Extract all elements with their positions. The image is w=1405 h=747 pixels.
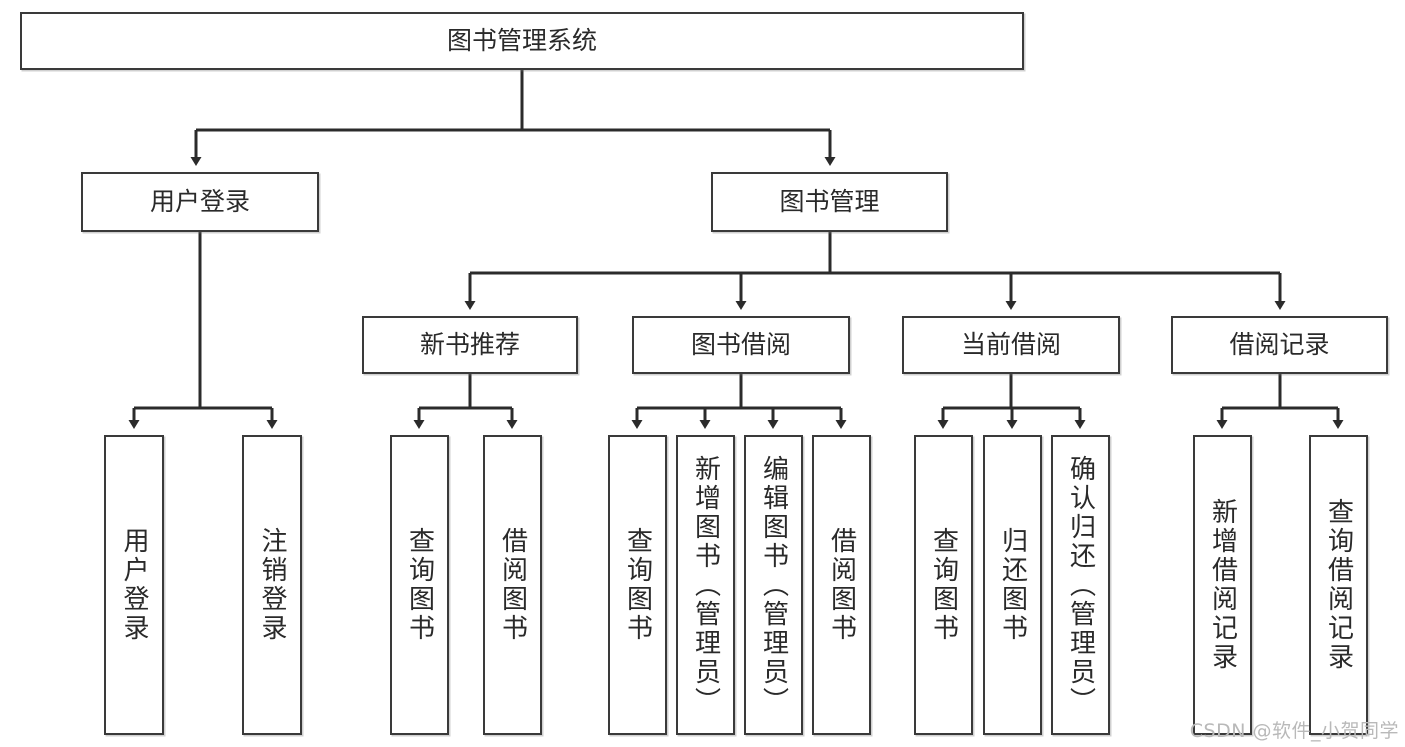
node-leaf-query-record-label: 查询借阅记录 [1323,498,1354,672]
node-leaf-query-book-2[interactable]: 查询图书 [608,435,667,735]
node-leaf-edit-book[interactable]: 编辑图书（管理员） [744,435,803,735]
node-leaf-query-record[interactable]: 查询借阅记录 [1309,435,1368,735]
node-current-borrow[interactable]: 当前借阅 [902,316,1120,374]
node-root-label: 图书管理系统 [446,26,597,56]
node-user-login-label: 用户登录 [149,187,250,217]
node-leaf-query-book-2-label: 查询图书 [622,527,653,643]
node-leaf-query-book-1-label: 查询图书 [404,527,435,643]
node-leaf-borrow-book-2[interactable]: 借阅图书 [812,435,871,735]
node-leaf-query-book-1[interactable]: 查询图书 [390,435,449,735]
node-leaf-user-login[interactable]: 用户登录 [104,435,164,735]
node-leaf-borrow-book-1-label: 借阅图书 [497,527,528,643]
node-borrow-record[interactable]: 借阅记录 [1171,316,1388,374]
node-borrow-record-label: 借阅记录 [1229,330,1330,360]
node-current-borrow-label: 当前借阅 [960,330,1061,360]
node-leaf-confirm-return[interactable]: 确认归还（管理员） [1051,435,1110,735]
node-leaf-query-book-3-label: 查询图书 [928,527,959,643]
node-leaf-return-book-label: 归还图书 [997,527,1028,643]
node-book-manage[interactable]: 图书管理 [711,172,948,232]
node-leaf-borrow-book-1[interactable]: 借阅图书 [483,435,542,735]
node-leaf-add-record[interactable]: 新增借阅记录 [1193,435,1252,735]
node-book-manage-label: 图书管理 [779,187,880,217]
node-root[interactable]: 图书管理系统 [20,12,1024,70]
node-leaf-confirm-return-label: 确认归还（管理员） [1065,454,1096,716]
csdn-watermark: CSDN @软件_小贺同学 [1189,720,1399,742]
node-leaf-query-book-3[interactable]: 查询图书 [914,435,973,735]
node-leaf-logout-label: 注销登录 [257,527,287,643]
node-new-book-rec[interactable]: 新书推荐 [362,316,578,374]
node-new-book-rec-label: 新书推荐 [419,330,520,360]
node-book-borrow-label: 图书借阅 [690,330,791,360]
node-leaf-add-record-label: 新增借阅记录 [1207,498,1238,672]
node-leaf-borrow-book-2-label: 借阅图书 [826,527,857,643]
node-user-login[interactable]: 用户登录 [81,172,319,232]
node-leaf-edit-book-label: 编辑图书（管理员） [758,454,789,716]
node-leaf-add-book-label: 新增图书（管理员） [690,454,721,716]
node-leaf-user-login-label: 用户登录 [119,527,149,643]
node-leaf-add-book[interactable]: 新增图书（管理员） [676,435,735,735]
node-leaf-logout[interactable]: 注销登录 [242,435,302,735]
node-book-borrow[interactable]: 图书借阅 [632,316,850,374]
node-leaf-return-book[interactable]: 归还图书 [983,435,1042,735]
